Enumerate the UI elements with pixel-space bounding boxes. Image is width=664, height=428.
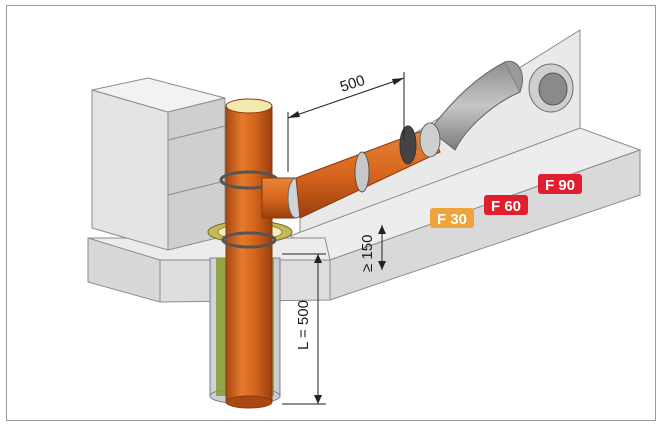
svg-text:F 90: F 90 [545, 177, 575, 194]
cabinet-front [91, 89, 169, 251]
dimension-label-height: ≥ 150 [359, 235, 376, 272]
pipe-coupling [354, 151, 370, 193]
svg-text:F 60: F 60 [491, 198, 521, 215]
dimension-label-horizontal: 500 [338, 72, 367, 96]
pipe-opening [225, 98, 273, 114]
fire-rating-f30: F 30 [430, 208, 474, 228]
svg-text:F 30: F 30 [437, 211, 467, 228]
dimension-label-length: L = 500 [295, 300, 312, 350]
fire-rating-f90: F 90 [538, 174, 582, 194]
fire-rating-f60: F 60 [484, 195, 528, 215]
dimension-line-horizontal [287, 77, 405, 119]
vertical-pipe [225, 105, 273, 403]
